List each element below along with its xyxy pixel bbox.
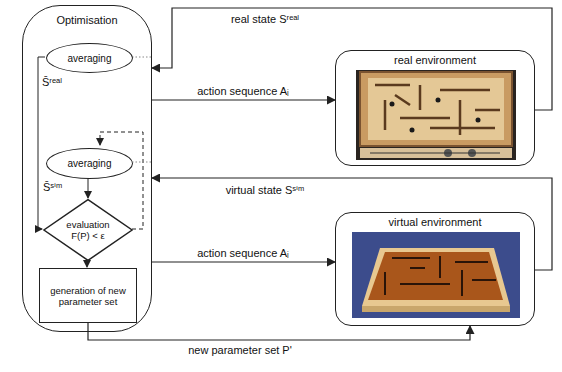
panel-title: Optimisation xyxy=(23,6,151,26)
signal-arrow xyxy=(152,178,552,270)
edge-label: action sequence Aᵢ xyxy=(195,85,291,97)
signal-arrow xyxy=(152,8,552,110)
node-text: generation of new parameter set xyxy=(46,285,130,307)
averaging-ellipse: averaging xyxy=(46,148,133,179)
decision-diamond: evaluationF(P) < ε xyxy=(43,199,133,261)
node-text: averaging xyxy=(68,53,112,64)
edge-label: real state Sʳᵉᵃˡ xyxy=(229,13,301,25)
signal-label: S̄ʳᵉᵃˡ xyxy=(41,76,63,88)
edge-label: new parameter set P' xyxy=(186,344,294,356)
panel-title: virtual environment xyxy=(336,213,534,228)
signal-arrow xyxy=(152,261,335,262)
node-text: F(P) < ε xyxy=(71,230,105,241)
environment-box: virtual environment xyxy=(335,212,535,326)
averaging-ellipse: averaging xyxy=(46,43,133,73)
panel-title: real environment xyxy=(336,51,534,66)
internal-wiring xyxy=(38,57,152,267)
signal-label: S̄ˢⁱᵐ xyxy=(42,181,63,194)
optimisation-panel: Optimisation averaging averaging evaluation… xyxy=(22,5,152,332)
node-text: evaluation xyxy=(66,219,109,230)
real-maze-photo xyxy=(356,70,516,160)
node-text: averaging xyxy=(68,158,112,169)
virtual-maze-render xyxy=(352,232,520,318)
signal-arrow xyxy=(152,99,335,100)
environment-box: real environment xyxy=(335,50,535,166)
edge-label: virtual state Sˢⁱᵐ xyxy=(224,184,307,197)
process-box: generation of new parameter set xyxy=(39,268,137,323)
edge-label: action sequence Aᵢ xyxy=(195,247,291,259)
